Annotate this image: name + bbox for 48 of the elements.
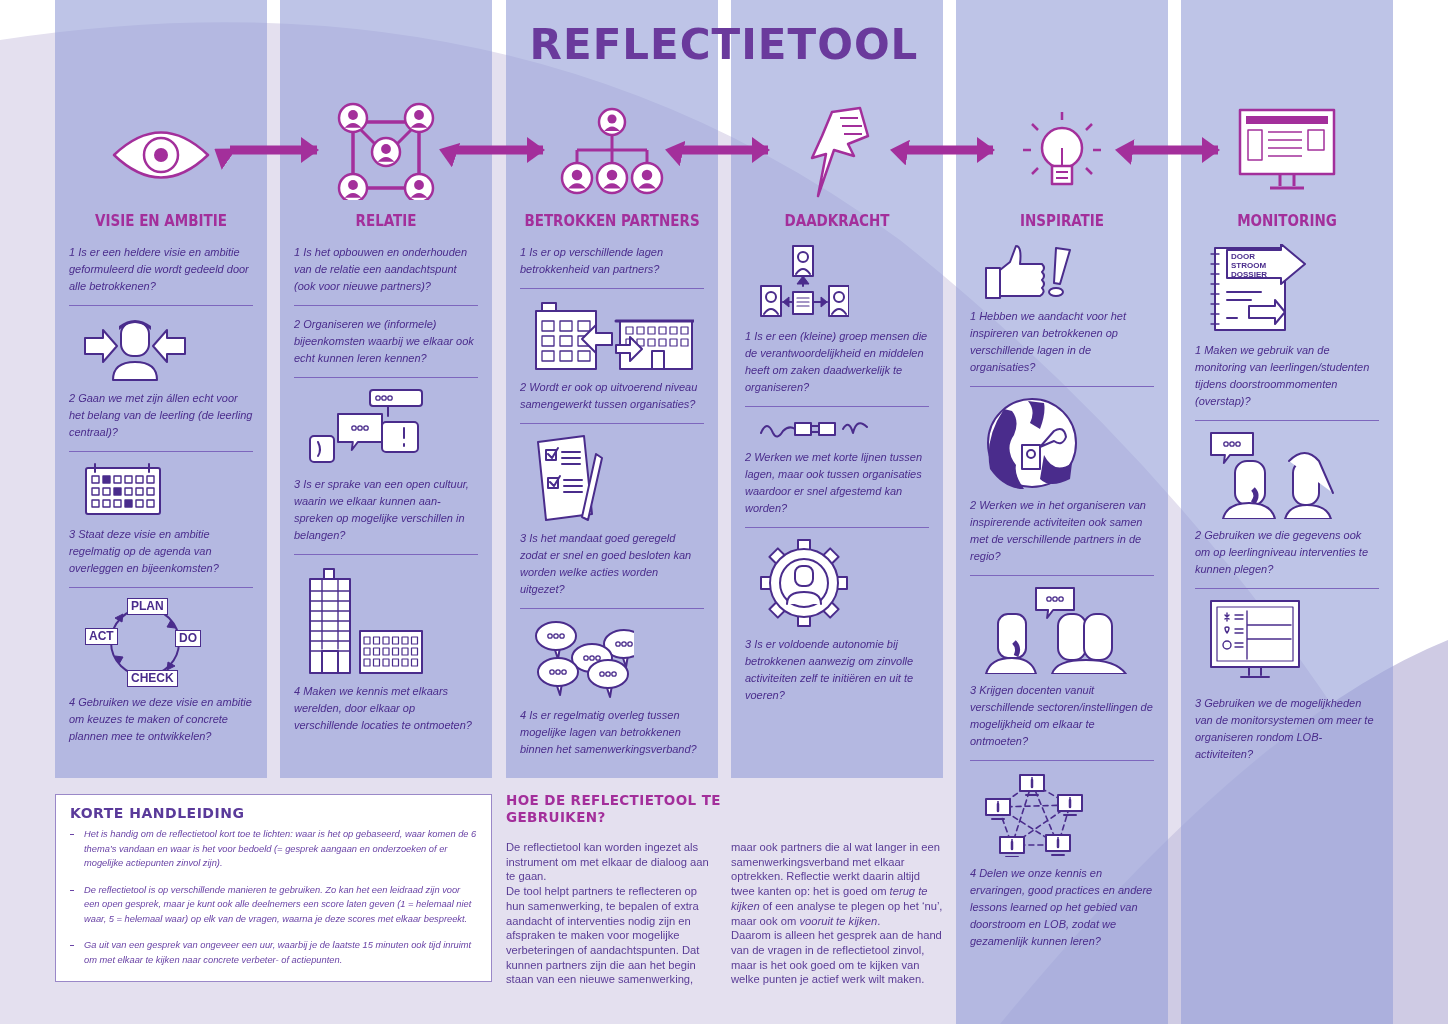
theme-column: [55, 0, 267, 778]
column-heading: VISIE EN AMBITIE: [95, 212, 227, 230]
box-heading: KORTE HANDLEIDING: [70, 805, 246, 821]
question-text: 1 Is er een (kleine) groep mensen die de verantwoordelijkheid en middelen heeft om zaken daadwerkelijk te organiseren?: [745, 329, 929, 395]
question-text: 1 Is er een heldere visie en ambitie geformuleerd die wordt gedeeld door alle betrokkenen?: [69, 245, 250, 294]
theme-column: [956, 0, 1168, 1024]
bullet-text: Het is handig om de reflectietool kort toe te lichten: waar is het op gebaseerd, waar komen de 6 thema’s vandaan en waar is het voor bedoeld (= gesprek aangaan en onderzoeken of er mogelijke actiepunten zinvol zijn).: [70, 827, 477, 871]
question-text: 4 Maken we kennis met elkaars werelden, door elkaar op verschillende locaties te ontmoeten?: [294, 684, 473, 733]
question-text: 4 Delen we onze kennis en ervaringen, good practices en andere lessons learned op het gebied van doorstroom en LOB, zodat we gezamenlijk kunnen leren?: [970, 866, 1154, 949]
question-text: 3 Is er sprake van een open cultuur, waarin we elkaar kunnen aan-spreken op mogelijke verschillen in belangen?: [294, 477, 470, 543]
theme-column: [280, 0, 492, 778]
step-label: DO: [175, 630, 201, 647]
title: REFLECTIETOOL: [528, 20, 920, 69]
question-text: 3 Staat deze visie en ambitie regelmatig op de agenda van overleggen en bijeenkomsten?: [69, 527, 220, 576]
step-label: ACT: [85, 628, 118, 645]
column-heading: INSPIRATIE: [1019, 212, 1105, 230]
column-heading: RELATIE: [355, 212, 417, 230]
column-heading: BETROKKEN PARTNERS: [524, 212, 700, 230]
instructions-box: [55, 794, 492, 982]
body-paragraph: De tool helpt partners te reflecteren op hun samenwerking, te bepalen of extra aandacht of interventies nodig zijn en afspraken te maken voor mogelijke verbeteringen of aandachtspunten. Dat kunnen partners zijn die aan het begin staan van een nieuwe samenwerking,: [506, 884, 701, 988]
question-text: 3 Gebruiken we de mogelijkheden van de monitorsystemen om meer te organiseren rondom LOB-activiteiten?: [1195, 696, 1375, 762]
step-label: PLAN: [127, 598, 168, 615]
question-text: 2 Werken we in het organiseren van inspirerende activiteiten ook samen met de verschillende partners in de regio?: [970, 498, 1147, 564]
section-heading: HOE DE REFLECTIETOOL TE GEBRUIKEN?: [506, 792, 722, 826]
question-text: 2 Wordt er ook op uitvoerend niveau samengewerkt tussen organisaties?: [520, 380, 699, 412]
column-heading: MONITORING: [1237, 212, 1337, 230]
question-text: 3 Is het mandaat goed geregeld zodat er snel en goed besloten kan worden welke acties worden uitgezet?: [520, 531, 693, 597]
question-text: 4 Gebruiken we deze visie en ambitie om keuzes te maken of concrete plannen mee te ontwikkelen?: [69, 695, 253, 744]
body-paragraph: Daarom is alleen het gesprek aan de hand van de vragen in de reflectietool zinvol, maar is het ook goed om te kijken van welke punten je actief werk wilt maken.: [731, 928, 943, 988]
column-heading: DAADKRACHT: [784, 212, 890, 230]
body-paragraph: maar ook partners die al wat langer in een samenwerkingsverband met elkaar optrekken. Reflectie werkt daarin altijd twee kanten op: het is goed om terug te kijken of een analyse te plegen op het ‘nu’, maar ook om vooruit te kijken.: [731, 840, 944, 929]
question-text: 1 Hebben we aandacht voor het inspireren van betrokkenen op verschillende lagen in de organisaties?: [970, 309, 1128, 375]
sign-text: DOOR STROOM DOSSIER: [1231, 252, 1268, 279]
question-text: 2 Organiseren we (informele) bijeenkomsten waarbij we elkaar ook echt kunnen leren kennen?: [294, 317, 475, 366]
question-text: 2 Werken we met korte lijnen tussen lagen, maar ook tussen organisaties waardoor er snel afgestemd kan worden?: [745, 450, 924, 516]
question-text: 2 Gebruiken we die gegevens ook om op leerlingniveau interventies te kunnen plegen?: [1195, 528, 1370, 577]
question-text: 3 Is er voldoende autonomie bij betrokkenen aanwezig om zinvolle activiteiten zelf te initiëren en uit te voeren?: [745, 637, 915, 703]
question-text: 4 Is er regelmatig overleg tussen mogelijke lagen van betrokkenen binnen het samenwerkingsverband?: [520, 708, 698, 757]
bullet-text: Ga uit van een gesprek van ongeveer een uur, waarbij je de laatste 15 minuten ook tijd inruimt om met elkaar te kijken naar concrete verbeter- of actiepunten.: [70, 938, 477, 967]
theme-column: [1181, 0, 1393, 1024]
question-text: 3 Krijgen docenten vanuit verschillende sectoren/instellingen de mogelijkheid om elkaar te ontmoeten?: [970, 683, 1154, 749]
step-label: CHECK: [127, 670, 178, 687]
question-text: 1 Is er op verschillende lagen betrokkenheid van partners?: [520, 245, 665, 277]
question-text: 1 Maken we gebruik van de monitoring van leerlingen/studenten tijdens doorstroommomenten (overstap)?: [1195, 343, 1371, 409]
body-paragraph: De reflectietool kan worden ingezet als instrument om met elkaar de dialoog aan te gaan.: [506, 840, 710, 885]
question-text: 1 Is het opbouwen en onderhouden van de relatie een aandachtspunt (ook voor nieuwe partners)?: [294, 245, 469, 294]
bullet-text: De reflectietool is op verschillende manieren te gebruiken. Zo kan het een leidraad zijn voor een open gesprek, maar je kunt ook alle deelnemers een score laten geven (1 = helemaal niet waar, 5 = helemaal waar) op elk van de vragen, waarna je deze scores met elkaar bespreekt.: [70, 882, 477, 926]
question-text: 2 Gaan we met zijn állen echt voor het belang van de leerling (de leerling centraal)?: [69, 391, 253, 440]
